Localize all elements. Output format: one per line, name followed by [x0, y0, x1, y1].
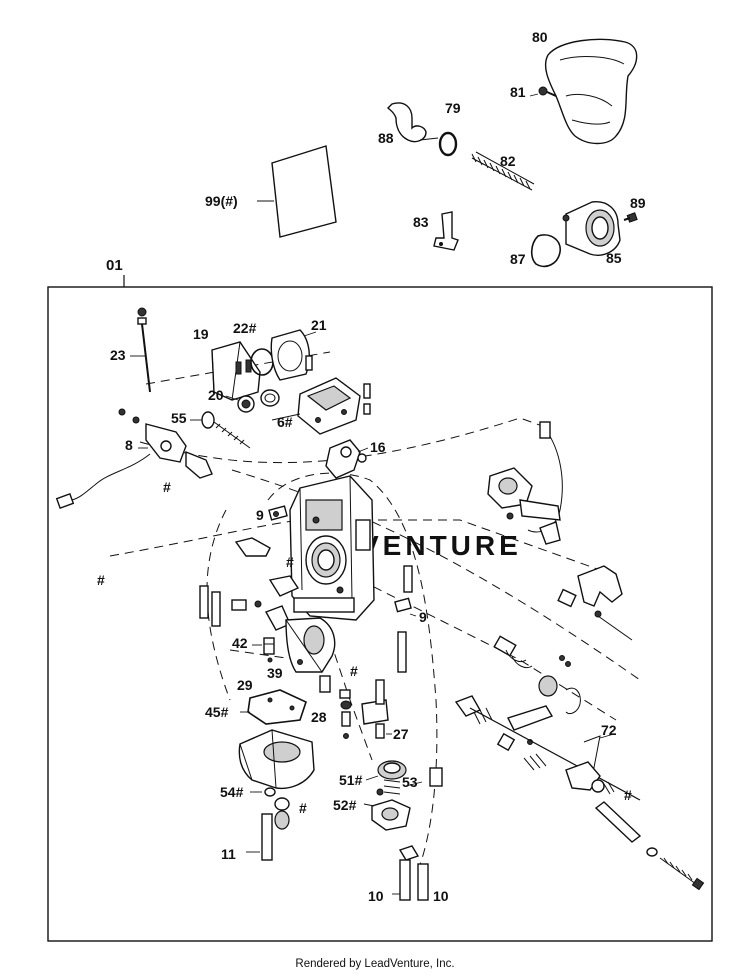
callout-11: 11	[221, 846, 236, 862]
carburetor-exploded-diagram: VENTURE	[47, 29, 713, 942]
left-small-parts	[231, 537, 300, 631]
callout-54: 54#	[220, 784, 244, 800]
throttle-rod-bolt	[594, 801, 705, 891]
part-8-sensor-harness	[55, 408, 213, 509]
callout-87: 87	[510, 251, 526, 267]
callout-72: 72	[601, 722, 617, 738]
part-51-53-52-pump	[363, 760, 411, 831]
throttle-shaft-springs	[454, 635, 641, 801]
part-16-bracket	[325, 439, 369, 479]
callout-51: 51#	[339, 772, 363, 788]
part-85-intake-joint	[562, 201, 621, 256]
part-88-elbow-hose	[387, 102, 427, 143]
part-42-jet	[252, 637, 275, 663]
callout-23: 23	[110, 347, 126, 363]
callout-53: 53	[402, 774, 418, 790]
hash-mark: #	[163, 479, 171, 495]
part-28-needle-seat	[319, 675, 352, 739]
callout-55: 55	[171, 410, 187, 426]
part-55-adjust-screw	[190, 411, 251, 449]
callout-9a: 9	[256, 507, 264, 523]
callout-9b: 9	[419, 609, 427, 625]
part-79-clip	[438, 131, 458, 157]
callout-42: 42	[232, 635, 248, 651]
callout-10b: 10	[433, 888, 449, 904]
part-23-pilot-screw	[137, 307, 151, 393]
callout-99: 99(#)	[205, 193, 238, 209]
callout-82: 82	[500, 153, 516, 169]
callout-8: 8	[125, 437, 133, 453]
hash-mark: #	[97, 572, 105, 588]
callout-89: 89	[630, 195, 646, 211]
part-83-bracket	[433, 211, 459, 251]
dashed-alignment-lines	[109, 351, 641, 871]
callout-28: 28	[311, 709, 327, 725]
callout-6: 6#	[277, 414, 293, 430]
hash-mark: #	[350, 663, 358, 679]
callout-39: 39	[267, 665, 283, 681]
part-10-vent-hoses	[392, 845, 429, 901]
callout-19: 19	[193, 326, 209, 342]
hash-mark: #	[286, 554, 294, 570]
callout-52: 52#	[333, 797, 357, 813]
part-9-fitting-left	[268, 505, 288, 521]
callout-20: 20	[208, 387, 224, 403]
throttle-lever	[557, 565, 633, 641]
part-82-spring	[471, 151, 535, 191]
callout-88: 88	[378, 130, 394, 146]
part-87-o-ring	[530, 234, 561, 268]
assembly-frame	[47, 275, 713, 942]
part-27-block	[361, 699, 392, 739]
part-6-top-cap	[297, 355, 371, 435]
hash-marks: # # # # # #	[97, 479, 632, 816]
part-19-block	[211, 341, 261, 401]
callout-21: 21	[311, 317, 327, 333]
carburetor-body	[289, 475, 375, 621]
group-label: 01	[106, 257, 123, 274]
part-54-drain-plug	[250, 787, 290, 830]
hash-mark: #	[624, 787, 632, 803]
part-99-gasket-sheet	[257, 145, 337, 238]
part-89-screw	[623, 212, 638, 223]
float-bowl	[238, 729, 315, 790]
footer-credit: Rendered by LeadVenture, Inc.	[295, 958, 455, 970]
part-45-bowl-gasket	[240, 689, 307, 725]
part-21-diaphragm-cover	[270, 329, 317, 381]
callout-27: 27	[393, 726, 409, 742]
callout-10a: 10	[368, 888, 384, 904]
part-39-float	[285, 617, 336, 673]
callout-85: 85	[606, 250, 622, 266]
callout-80: 80	[532, 29, 548, 45]
part-81-screw	[538, 86, 557, 97]
part-80-cover	[544, 38, 638, 145]
throttle-cable-housing	[487, 421, 563, 545]
callout-16: 16	[370, 439, 386, 455]
watermark-text: VENTURE	[360, 530, 522, 561]
vent-tubes	[199, 565, 443, 787]
callout-79: 79	[445, 100, 461, 116]
callout-45: 45#	[205, 704, 229, 720]
part-20-rings	[225, 389, 280, 413]
part-72-bracket	[565, 735, 615, 795]
callout-81: 81	[510, 84, 526, 100]
callout-22: 22#	[233, 320, 257, 336]
callout-labels: 80 81 79 88 82 89 99(#) 83 87 85 19 22# 21 23 20 55 6# 8 1…	[110, 29, 646, 904]
callout-83: 83	[413, 214, 429, 230]
callout-leaders	[130, 93, 615, 787]
hash-mark: #	[299, 800, 307, 816]
part-11-drain-hose	[246, 813, 273, 861]
callout-29: 29	[237, 677, 253, 693]
part-9-fitting-right	[394, 597, 417, 617]
